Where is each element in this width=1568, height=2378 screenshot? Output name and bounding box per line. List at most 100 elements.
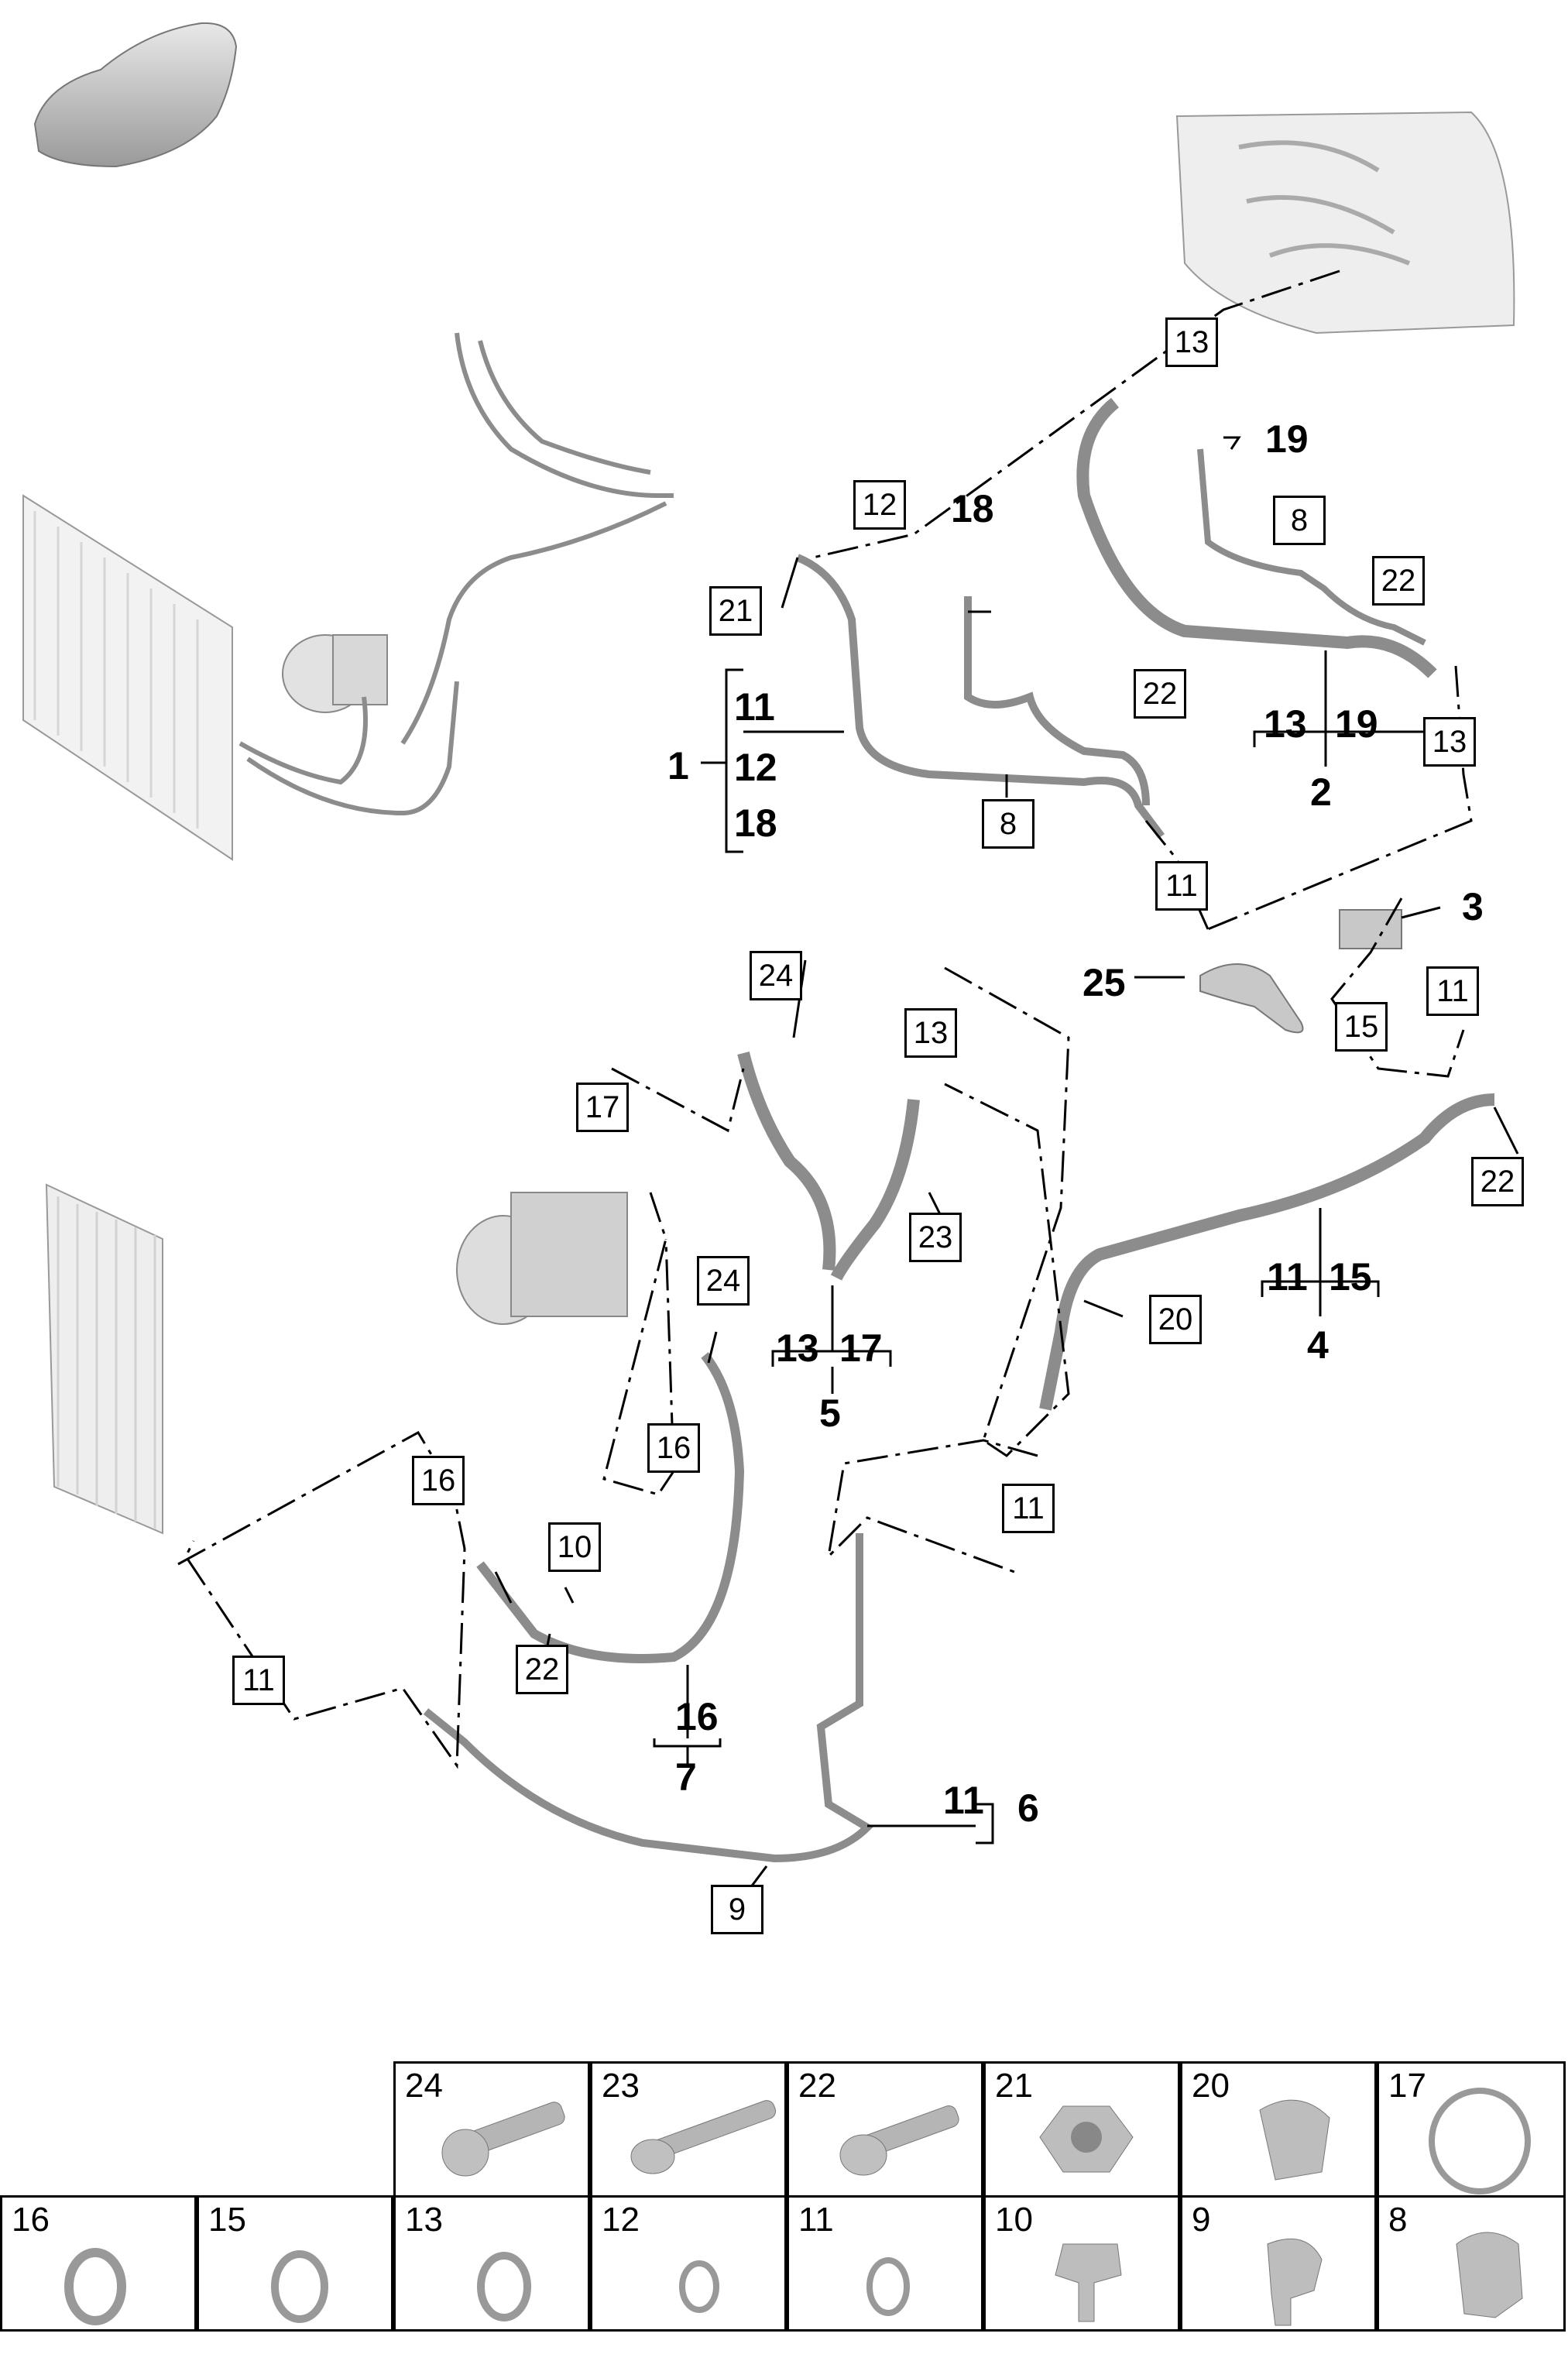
part-number: 15 bbox=[208, 2201, 246, 2239]
fitting-25 bbox=[1199, 963, 1304, 1034]
part-cell-24: 24 bbox=[393, 2061, 590, 2198]
part-number: 17 bbox=[1388, 2067, 1426, 2105]
callout-12: 12 bbox=[853, 480, 906, 530]
part-cell-11: 11 bbox=[787, 2195, 983, 2332]
callout-16: 16 bbox=[412, 1456, 465, 1505]
condenser-detail bbox=[45, 1183, 163, 1535]
callout-13: 13 bbox=[904, 1008, 957, 1058]
part-number: 13 bbox=[405, 2201, 443, 2239]
label-13: 13 bbox=[1264, 702, 1307, 746]
part-number: 24 bbox=[405, 2067, 443, 2105]
o-ring-icon bbox=[64, 2248, 126, 2325]
callout-11: 11 bbox=[1426, 966, 1479, 1016]
callout-9: 9 bbox=[711, 1885, 763, 1934]
label-25: 25 bbox=[1083, 961, 1126, 1004]
label-15: 15 bbox=[1329, 1255, 1372, 1299]
part-cell-20: 20 bbox=[1180, 2061, 1377, 2198]
callout-24: 24 bbox=[750, 951, 802, 1000]
part-number: 21 bbox=[995, 2067, 1033, 2105]
label-11: 11 bbox=[1267, 1255, 1308, 1299]
callout-11: 11 bbox=[1002, 1484, 1055, 1533]
callout-22: 22 bbox=[1134, 669, 1186, 719]
label-5: 5 bbox=[819, 1391, 841, 1435]
part-number: 22 bbox=[798, 2067, 836, 2105]
label-4: 4 bbox=[1307, 1323, 1329, 1367]
callout-21: 21 bbox=[709, 586, 762, 636]
seal-ring-icon bbox=[1429, 2088, 1531, 2194]
callout-13: 13 bbox=[1423, 717, 1476, 767]
pipe-line-7 bbox=[476, 1352, 745, 1663]
label-18: 18 bbox=[951, 487, 994, 530]
pipe-clip-icon bbox=[1456, 2232, 1523, 2318]
label-1: 1 bbox=[667, 744, 689, 788]
part-number: 16 bbox=[12, 2201, 50, 2239]
part-cell-21: 21 bbox=[983, 2061, 1180, 2198]
callout-22: 22 bbox=[516, 1645, 568, 1694]
callout-15: 15 bbox=[1335, 1002, 1388, 1052]
part-cell-9: 9 bbox=[1180, 2195, 1377, 2332]
part-cell-16: 16 bbox=[0, 2195, 197, 2332]
pipe-line-6 bbox=[423, 1533, 874, 1863]
pipe-clip-icon bbox=[1055, 2243, 1122, 2322]
part-cell-15: 15 bbox=[197, 2195, 393, 2332]
condenser-overview bbox=[22, 494, 233, 861]
car-silhouette-icon bbox=[33, 22, 238, 168]
callout-13: 13 bbox=[1165, 317, 1218, 367]
label-11: 11 bbox=[734, 685, 775, 729]
o-ring-icon bbox=[866, 2257, 910, 2316]
part-number: 10 bbox=[995, 2201, 1033, 2239]
part-cell-13: 13 bbox=[393, 2195, 590, 2332]
o-ring-icon bbox=[679, 2260, 719, 2313]
part-number: 9 bbox=[1192, 2201, 1211, 2239]
label-2: 2 bbox=[1310, 770, 1332, 814]
evaporator-housing bbox=[1175, 111, 1515, 335]
pipe-line-4 bbox=[1039, 1093, 1495, 1411]
part-cell-22: 22 bbox=[787, 2061, 983, 2198]
callout-11: 11 bbox=[232, 1656, 285, 1705]
callout-23: 23 bbox=[909, 1213, 962, 1262]
clip-icon bbox=[1259, 2099, 1330, 2181]
label-3: 3 bbox=[1462, 885, 1484, 928]
part-number: 23 bbox=[602, 2067, 640, 2105]
label-17: 17 bbox=[839, 1326, 883, 1370]
callout-22: 22 bbox=[1471, 1157, 1524, 1206]
label-19: 19 bbox=[1265, 417, 1309, 461]
callout-17: 17 bbox=[576, 1083, 629, 1132]
part-cell-23: 23 bbox=[590, 2061, 787, 2198]
callout-8: 8 bbox=[982, 799, 1034, 849]
part-number: 20 bbox=[1192, 2067, 1230, 2105]
part-cell-17: 17 bbox=[1377, 2061, 1566, 2198]
pipe-line-5 bbox=[737, 1052, 920, 1281]
label-7: 7 bbox=[675, 1755, 697, 1799]
compressor-overview bbox=[282, 634, 388, 713]
o-ring-icon bbox=[477, 2252, 531, 2321]
part-cell-10: 10 bbox=[983, 2195, 1180, 2332]
label-11: 11 bbox=[943, 1779, 984, 1822]
callout-16: 16 bbox=[647, 1423, 700, 1473]
label-6: 6 bbox=[1017, 1786, 1039, 1830]
part-number: 11 bbox=[798, 2201, 834, 2239]
label-12: 12 bbox=[734, 746, 777, 789]
o-ring-icon bbox=[271, 2250, 328, 2323]
nut-icon bbox=[1039, 2105, 1134, 2173]
pipe-line-1 bbox=[796, 554, 1165, 839]
callout-22: 22 bbox=[1372, 556, 1425, 606]
compressor-detail bbox=[456, 1192, 628, 1325]
pipe-clip-icon bbox=[1267, 2238, 1323, 2326]
callout-20: 20 bbox=[1149, 1295, 1202, 1344]
callout-10: 10 bbox=[548, 1522, 601, 1572]
label-18: 18 bbox=[734, 801, 777, 845]
part-number: 8 bbox=[1388, 2201, 1408, 2239]
callout-11: 11 bbox=[1155, 861, 1208, 911]
part-number: 12 bbox=[602, 2201, 640, 2239]
part-cell-8: 8 bbox=[1377, 2195, 1566, 2332]
overview-pipes bbox=[238, 332, 674, 816]
part-cell-12: 12 bbox=[590, 2195, 787, 2332]
bolt-icon bbox=[441, 2102, 565, 2177]
bolt-icon bbox=[630, 2100, 777, 2174]
callout-8: 8 bbox=[1273, 496, 1326, 545]
callout-24: 24 bbox=[697, 1256, 750, 1306]
bolt-icon bbox=[839, 2105, 959, 2176]
label-16: 16 bbox=[675, 1695, 719, 1738]
